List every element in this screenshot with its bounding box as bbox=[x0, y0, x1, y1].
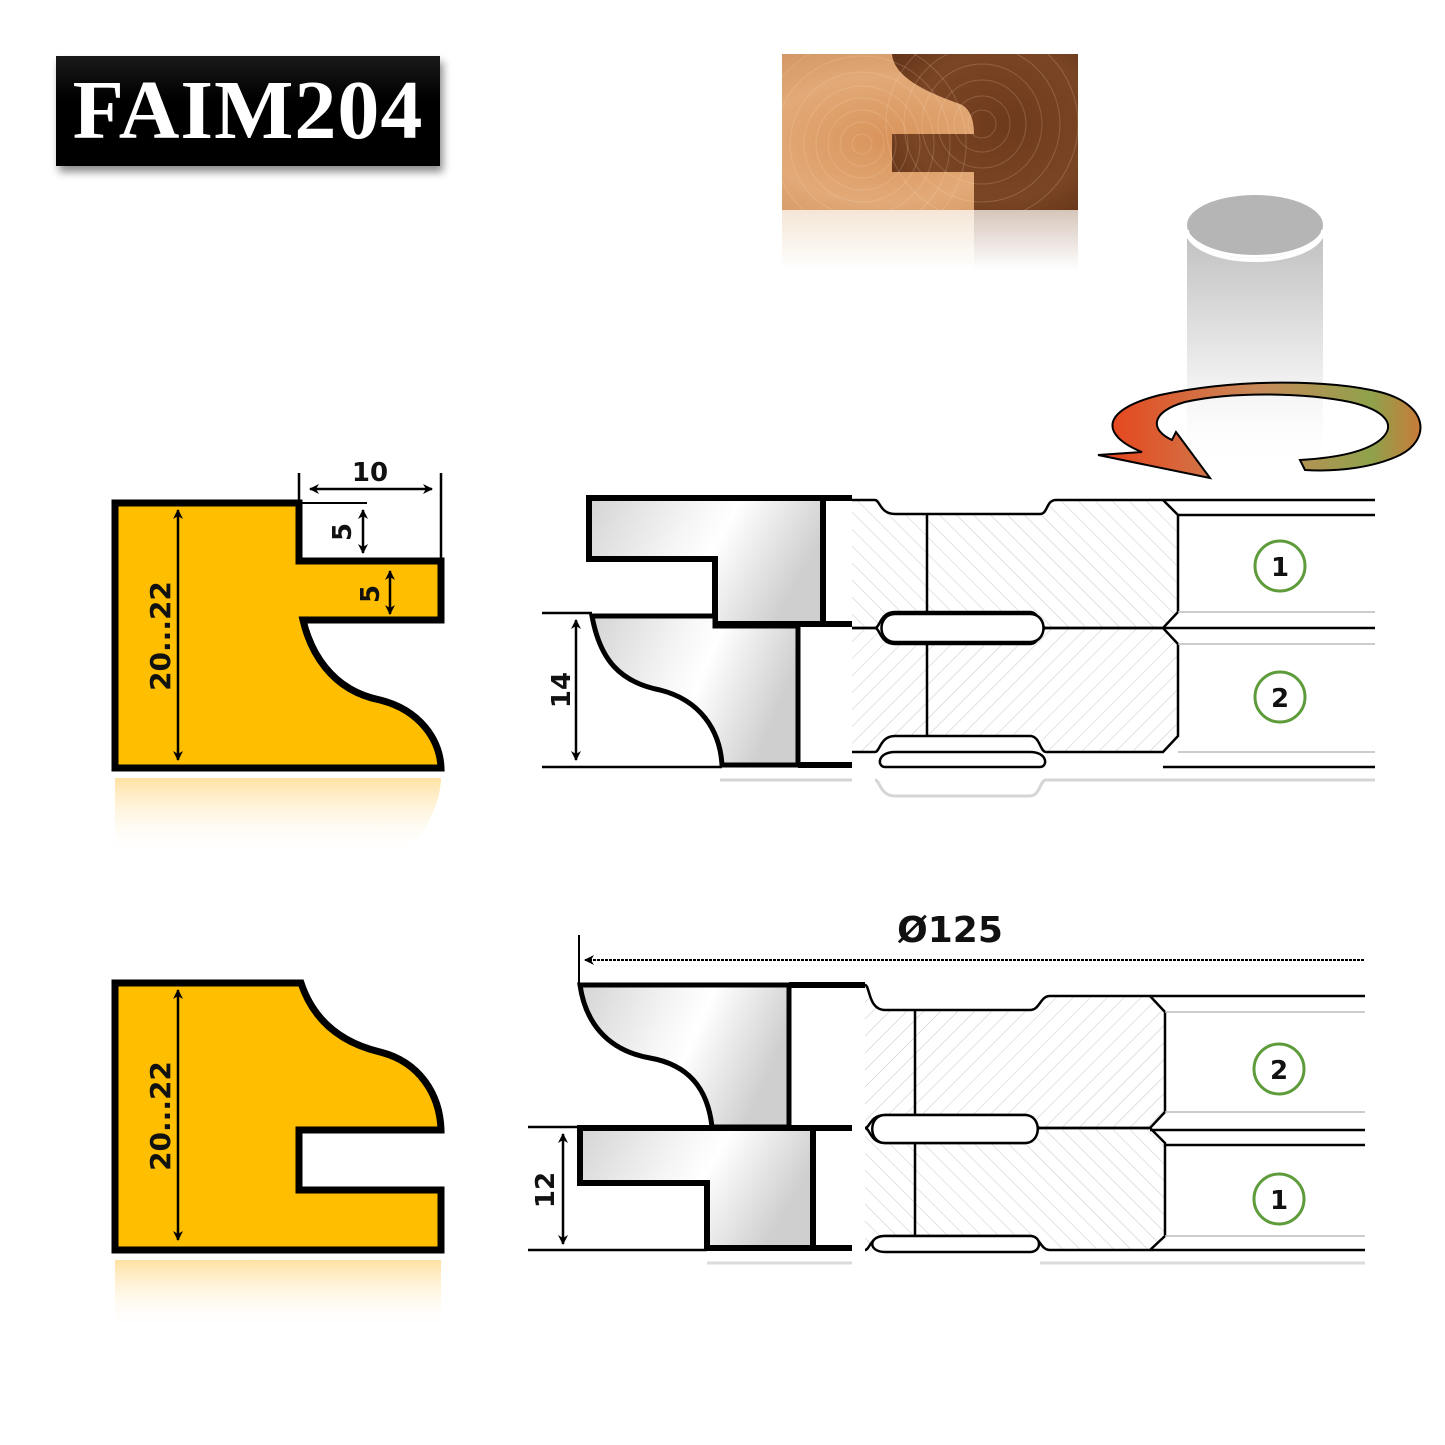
wood-joint-image bbox=[782, 54, 1078, 210]
model-title-badge: FAIM204 bbox=[56, 56, 440, 166]
wood-joint-graphic bbox=[782, 54, 1078, 210]
top-cutter-knife-2 bbox=[589, 613, 801, 768]
bottom-cutter-knife-1 bbox=[577, 1125, 816, 1251]
bottom-cutter-assembly: Ø125 12 bbox=[528, 910, 1365, 1265]
bottom-profile-shape bbox=[111, 979, 445, 1330]
rotation-arrow-icon bbox=[1097, 381, 1422, 480]
part-marker-2: 2 bbox=[1252, 1042, 1306, 1096]
height-dimension-label: 20...22 bbox=[144, 581, 177, 691]
width-dimension-label: 10 bbox=[352, 458, 388, 488]
tongue-width-label: 5 bbox=[356, 585, 386, 603]
groove-depth-label: 5 bbox=[328, 523, 358, 541]
svg-text:2: 2 bbox=[1270, 1056, 1288, 1086]
spindle-top-icon bbox=[1187, 195, 1323, 255]
part-marker-2: 2 bbox=[1253, 670, 1307, 724]
svg-text:1: 1 bbox=[1270, 1186, 1288, 1216]
top-cutter-knife-1 bbox=[586, 495, 826, 627]
cutter-body-lower-disc bbox=[852, 626, 1180, 754]
svg-text:1: 1 bbox=[1271, 553, 1289, 583]
rotation-indicator bbox=[1097, 195, 1422, 480]
cutter-body-lower-disc bbox=[864, 1126, 1167, 1252]
cutter-height-label: 12 bbox=[531, 1172, 561, 1208]
spindle-body-icon bbox=[1187, 228, 1323, 470]
model-code: FAIM204 bbox=[72, 64, 424, 157]
cutter-body-upper-disc bbox=[852, 498, 1180, 630]
top-profile-shape bbox=[111, 499, 445, 855]
top-cutter-assembly: 14 1 2 bbox=[542, 495, 1375, 798]
diameter-label: Ø125 bbox=[897, 910, 1003, 951]
wood-joint-reflection bbox=[782, 210, 1078, 270]
bottom-profile-dimensions: 20...22 bbox=[144, 989, 183, 1241]
bottom-cutter-knife-2 bbox=[577, 982, 792, 1130]
svg-text:2: 2 bbox=[1271, 684, 1289, 714]
top-profile-dimensions: 10 5 5 20...22 bbox=[144, 458, 443, 761]
cutter-height-label: 14 bbox=[547, 672, 577, 708]
cutter-body-upper-disc bbox=[864, 983, 1167, 1130]
height-dimension-label: 20...22 bbox=[144, 1061, 177, 1171]
part-marker-1: 1 bbox=[1253, 539, 1307, 593]
part-marker-1: 1 bbox=[1252, 1172, 1306, 1226]
